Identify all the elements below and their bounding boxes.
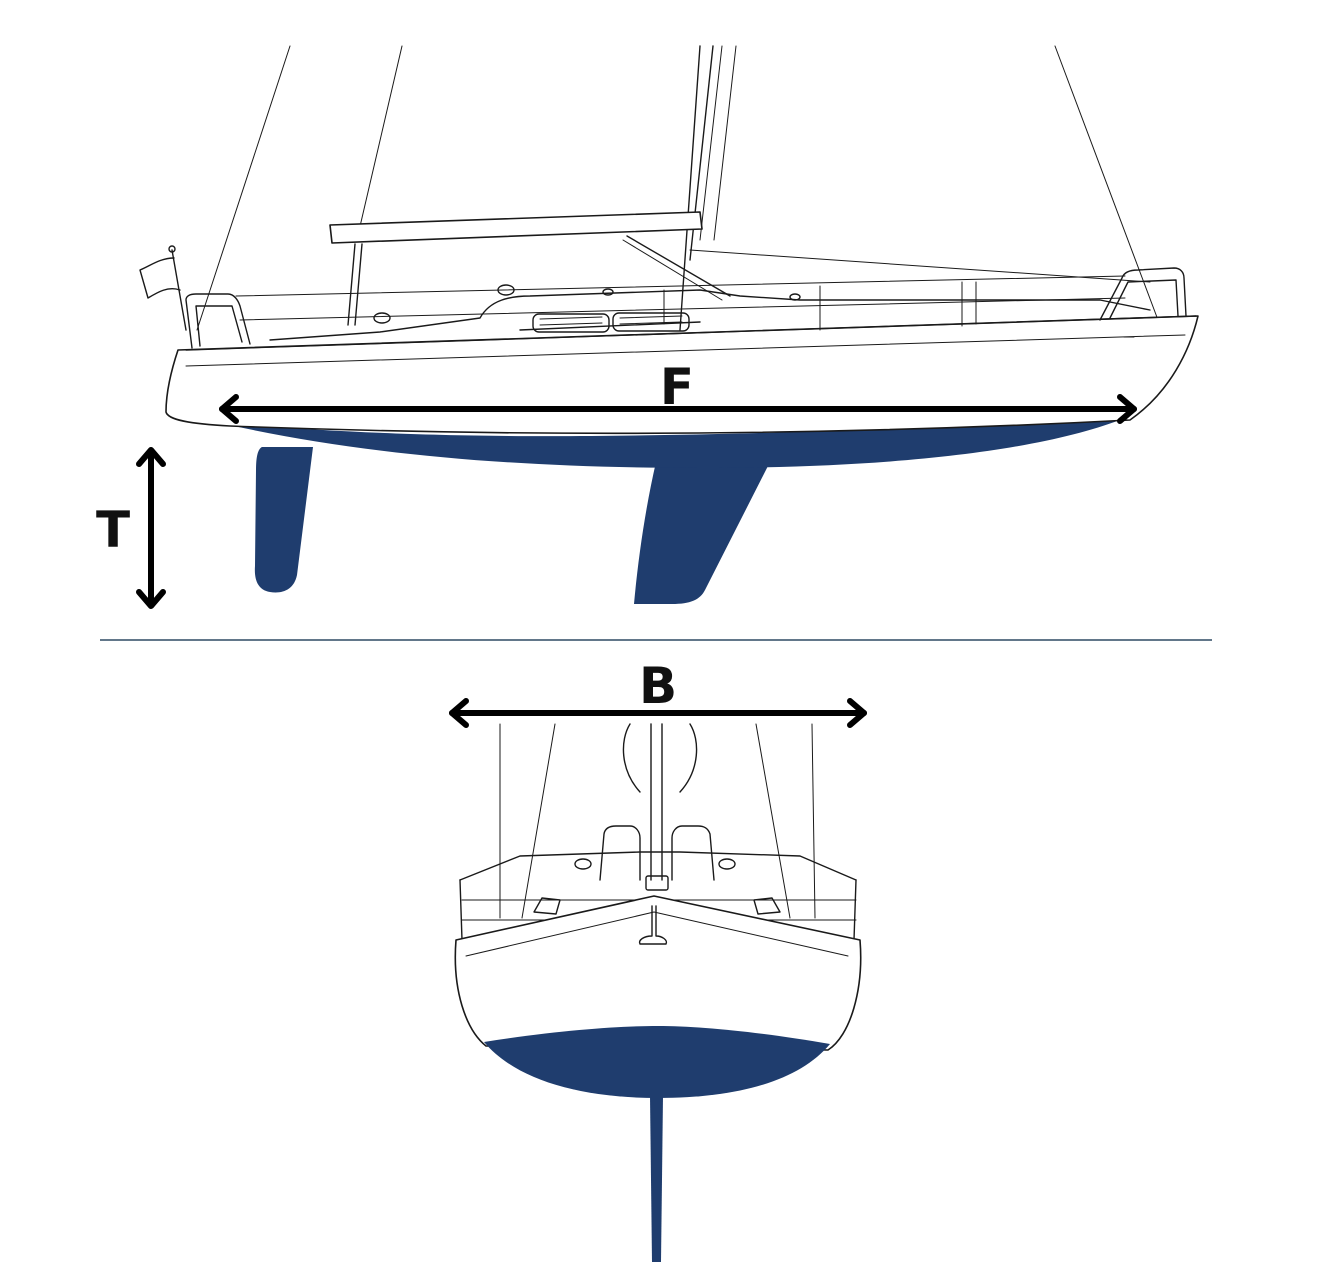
bow-pulpit (1099, 267, 1187, 321)
stern-view: B (449, 657, 867, 1262)
beam-label: B (639, 657, 677, 715)
length-arrowhead-left (219, 394, 239, 424)
draft-dimension: T (96, 447, 166, 609)
length-arrowhead-right (1117, 394, 1137, 424)
stern-flag (139, 245, 187, 331)
hull-bottom (220, 420, 1120, 468)
draft-arrowhead-bottom (136, 589, 166, 609)
side-view: T F (96, 45, 1199, 609)
stern-rigging (499, 723, 816, 919)
beam-arrowhead-left (449, 698, 469, 728)
keel (634, 462, 770, 604)
length-label: F (660, 358, 694, 416)
boom (329, 211, 703, 244)
stern-hull-bottom (484, 1026, 830, 1098)
draft-arrowhead-top (136, 447, 166, 467)
draft-label: T (96, 501, 130, 559)
stern-keel (650, 1096, 663, 1262)
side-rigging (196, 45, 1159, 331)
stern-pulpit (185, 293, 251, 349)
beam-arrowhead-right (847, 698, 867, 728)
lifelines (235, 275, 1126, 331)
length-dimension: F (219, 358, 1137, 424)
hull-topsides (165, 315, 1199, 435)
rudder (254, 447, 313, 593)
beam-dimension: B (449, 657, 867, 728)
